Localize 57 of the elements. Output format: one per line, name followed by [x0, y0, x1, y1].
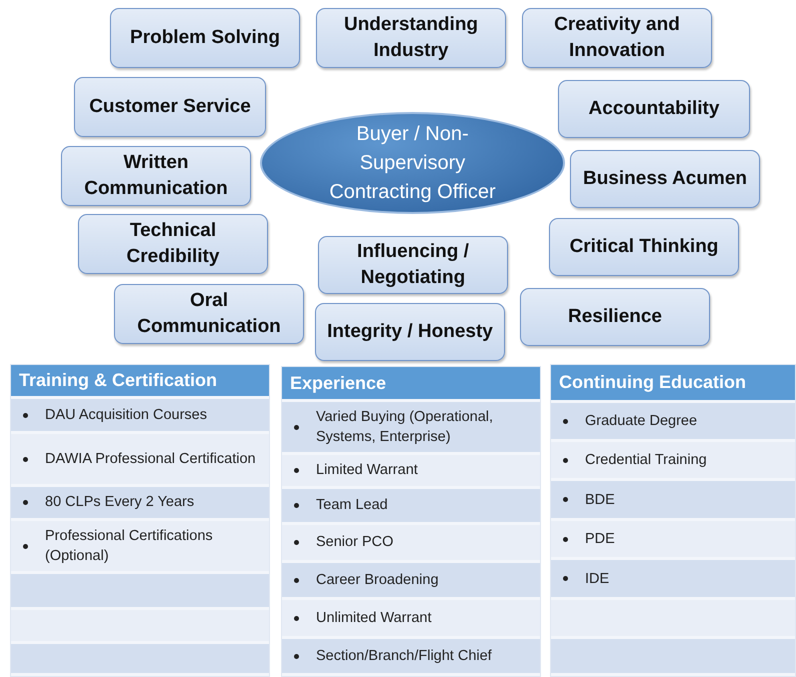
- competency-box: Technical Credibility: [78, 214, 268, 274]
- competency-box: Accountability: [558, 80, 750, 138]
- competency-box: Integrity / Honesty: [315, 303, 505, 361]
- list-item-row: [282, 600, 540, 636]
- item-text: PDE: [585, 530, 615, 550]
- competency-box: Oral Communication: [114, 284, 304, 344]
- list-item-row: [11, 487, 269, 518]
- list-item-row: [551, 520, 795, 558]
- item-text: Professional Certifications (Optional): [45, 526, 214, 566]
- competency-box: Influencing / Negotiating: [318, 236, 508, 294]
- list-item-row: [551, 403, 795, 439]
- competency-box: Critical Thinking: [549, 218, 739, 276]
- list-item-row: [282, 402, 540, 452]
- competency-box: Written Communication: [61, 146, 251, 206]
- competency-box: Customer Service: [74, 77, 266, 137]
- item-text: Team Lead: [316, 496, 388, 516]
- empty-row: [551, 639, 795, 673]
- list-item-row: [11, 520, 269, 572]
- item-text: 80 CLPs Every 2 Years: [45, 493, 194, 512]
- empty-row: [11, 610, 269, 642]
- item-text: Graduate Degree: [585, 412, 698, 432]
- empty-row: [11, 574, 269, 607]
- competency-box: Resilience: [520, 288, 710, 346]
- column-header: Experience: [282, 367, 540, 399]
- column-panel: [10, 364, 270, 677]
- list-item-row: [11, 399, 269, 432]
- competency-box: Business Acumen: [570, 150, 760, 208]
- item-text: Section/Branch/Flight Chief: [316, 646, 492, 666]
- column-panel: [550, 364, 796, 677]
- list-item-row: [551, 560, 795, 597]
- item-text: Unlimited Warrant: [316, 608, 432, 628]
- item-text: Credential Training: [585, 451, 707, 470]
- item-text: DAWIA Professional Certification: [45, 450, 256, 470]
- list-item-row: [551, 481, 795, 518]
- column-header: Training & Certification: [11, 365, 269, 396]
- list-item-row: [551, 442, 795, 478]
- column-panel: [281, 366, 541, 677]
- item-text: Career Broadening: [316, 570, 439, 590]
- competency-box: Creativity and Innovation: [522, 8, 712, 68]
- column-header: Continuing Education: [551, 365, 795, 400]
- role-ellipse: Buyer / Non-Supervisory Contracting Officer: [260, 112, 565, 214]
- list-item-row: [282, 489, 540, 522]
- competency-box: Problem Solving: [110, 8, 300, 68]
- item-text: Limited Warrant: [316, 461, 418, 480]
- list-item-row: [11, 434, 269, 484]
- item-text: Senior PCO: [316, 533, 394, 552]
- item-text: Varied Buying (Operational, Systems, Enterprise): [316, 408, 494, 447]
- list-item-row: [282, 563, 540, 597]
- competency-box: Understanding Industry: [316, 8, 506, 68]
- list-item-row: [282, 525, 540, 560]
- item-text: BDE: [585, 490, 615, 510]
- empty-row: [551, 600, 795, 636]
- list-item-row: [282, 639, 540, 673]
- empty-row: [11, 644, 269, 673]
- list-item-row: [282, 455, 540, 486]
- item-text: IDE: [585, 570, 610, 589]
- item-text: DAU Acquisition Courses: [45, 406, 207, 426]
